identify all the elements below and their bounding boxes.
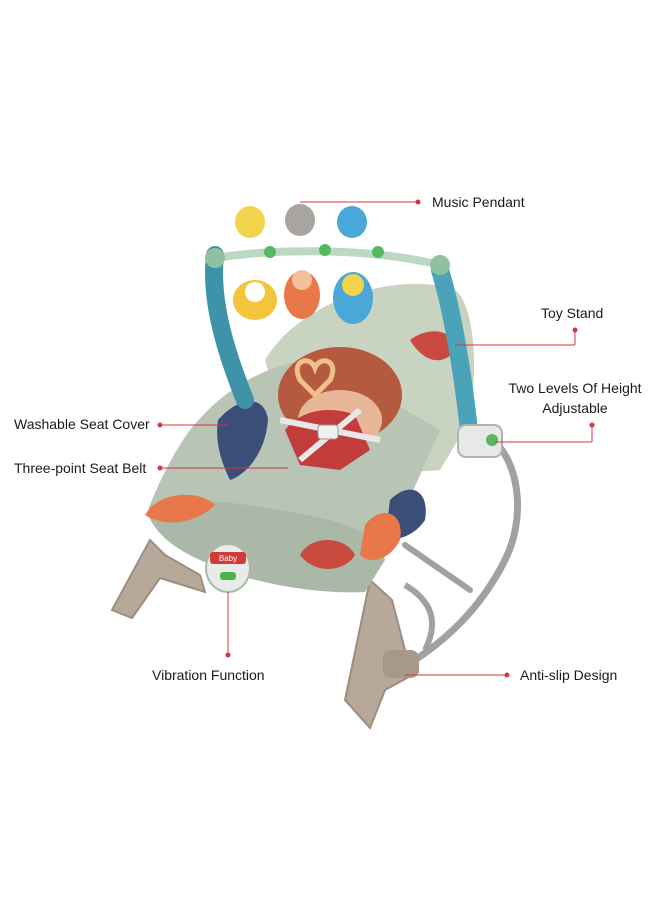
leader-dots [157,199,595,678]
vibration-switch [220,572,236,580]
left-base-leg [110,538,207,620]
height-adjust-knob [457,424,503,458]
toy-disc-grey [285,204,315,236]
callout-anti-slip: Anti-slip Design [520,667,618,683]
brand-badge-bg [210,552,246,564]
wire-frame-cross [402,542,473,593]
bar-bead-1 [264,246,276,258]
seat-belt-buckle [317,424,339,440]
toy-disc-yellow [235,206,265,238]
wire-frame [411,441,522,664]
toy-disc-blue [337,206,367,238]
leaf-orange [145,494,215,523]
height-adjust-dot [486,434,498,446]
leaf-red [300,540,355,569]
toy-stand-left-leg [205,246,254,409]
anti-slip-pad [383,650,419,678]
leaf-red-top [410,331,455,361]
callout-toy-stand: Toy Stand [541,305,604,321]
callout-washable-seat-cover: Washable Seat Cover [14,416,150,432]
leaf-blue [217,401,268,480]
toy-squirrel-face [292,270,312,290]
toy-heart-ring [294,358,336,399]
leaf-orange-right [360,513,401,560]
toy-stand-right-leg [431,261,479,449]
callout-seat-belt: Three-point Seat Belt [14,460,147,476]
toy-ladybug-face [342,274,364,296]
callout-height-adjustable: Two Levels Of Height Adjustable [500,378,650,418]
bar-bead-3 [372,246,384,258]
seat-front-panel [149,500,385,593]
callout-height-line1: Two Levels Of Height [508,380,642,396]
brand-badge: Baby [219,554,237,563]
bar-bead-2 [319,244,331,256]
callout-music-pendant: Music Pendant [432,194,525,210]
callout-vibration-function: Vibration Function [152,667,265,683]
bar-end-left [205,248,225,268]
toy-bee-face [245,282,265,302]
wire-frame-rear [403,582,436,652]
bar-end-right [430,255,450,275]
callout-height-line2: Adjustable [542,400,608,416]
right-base-leg [343,578,420,730]
vibration-panel [205,543,251,593]
